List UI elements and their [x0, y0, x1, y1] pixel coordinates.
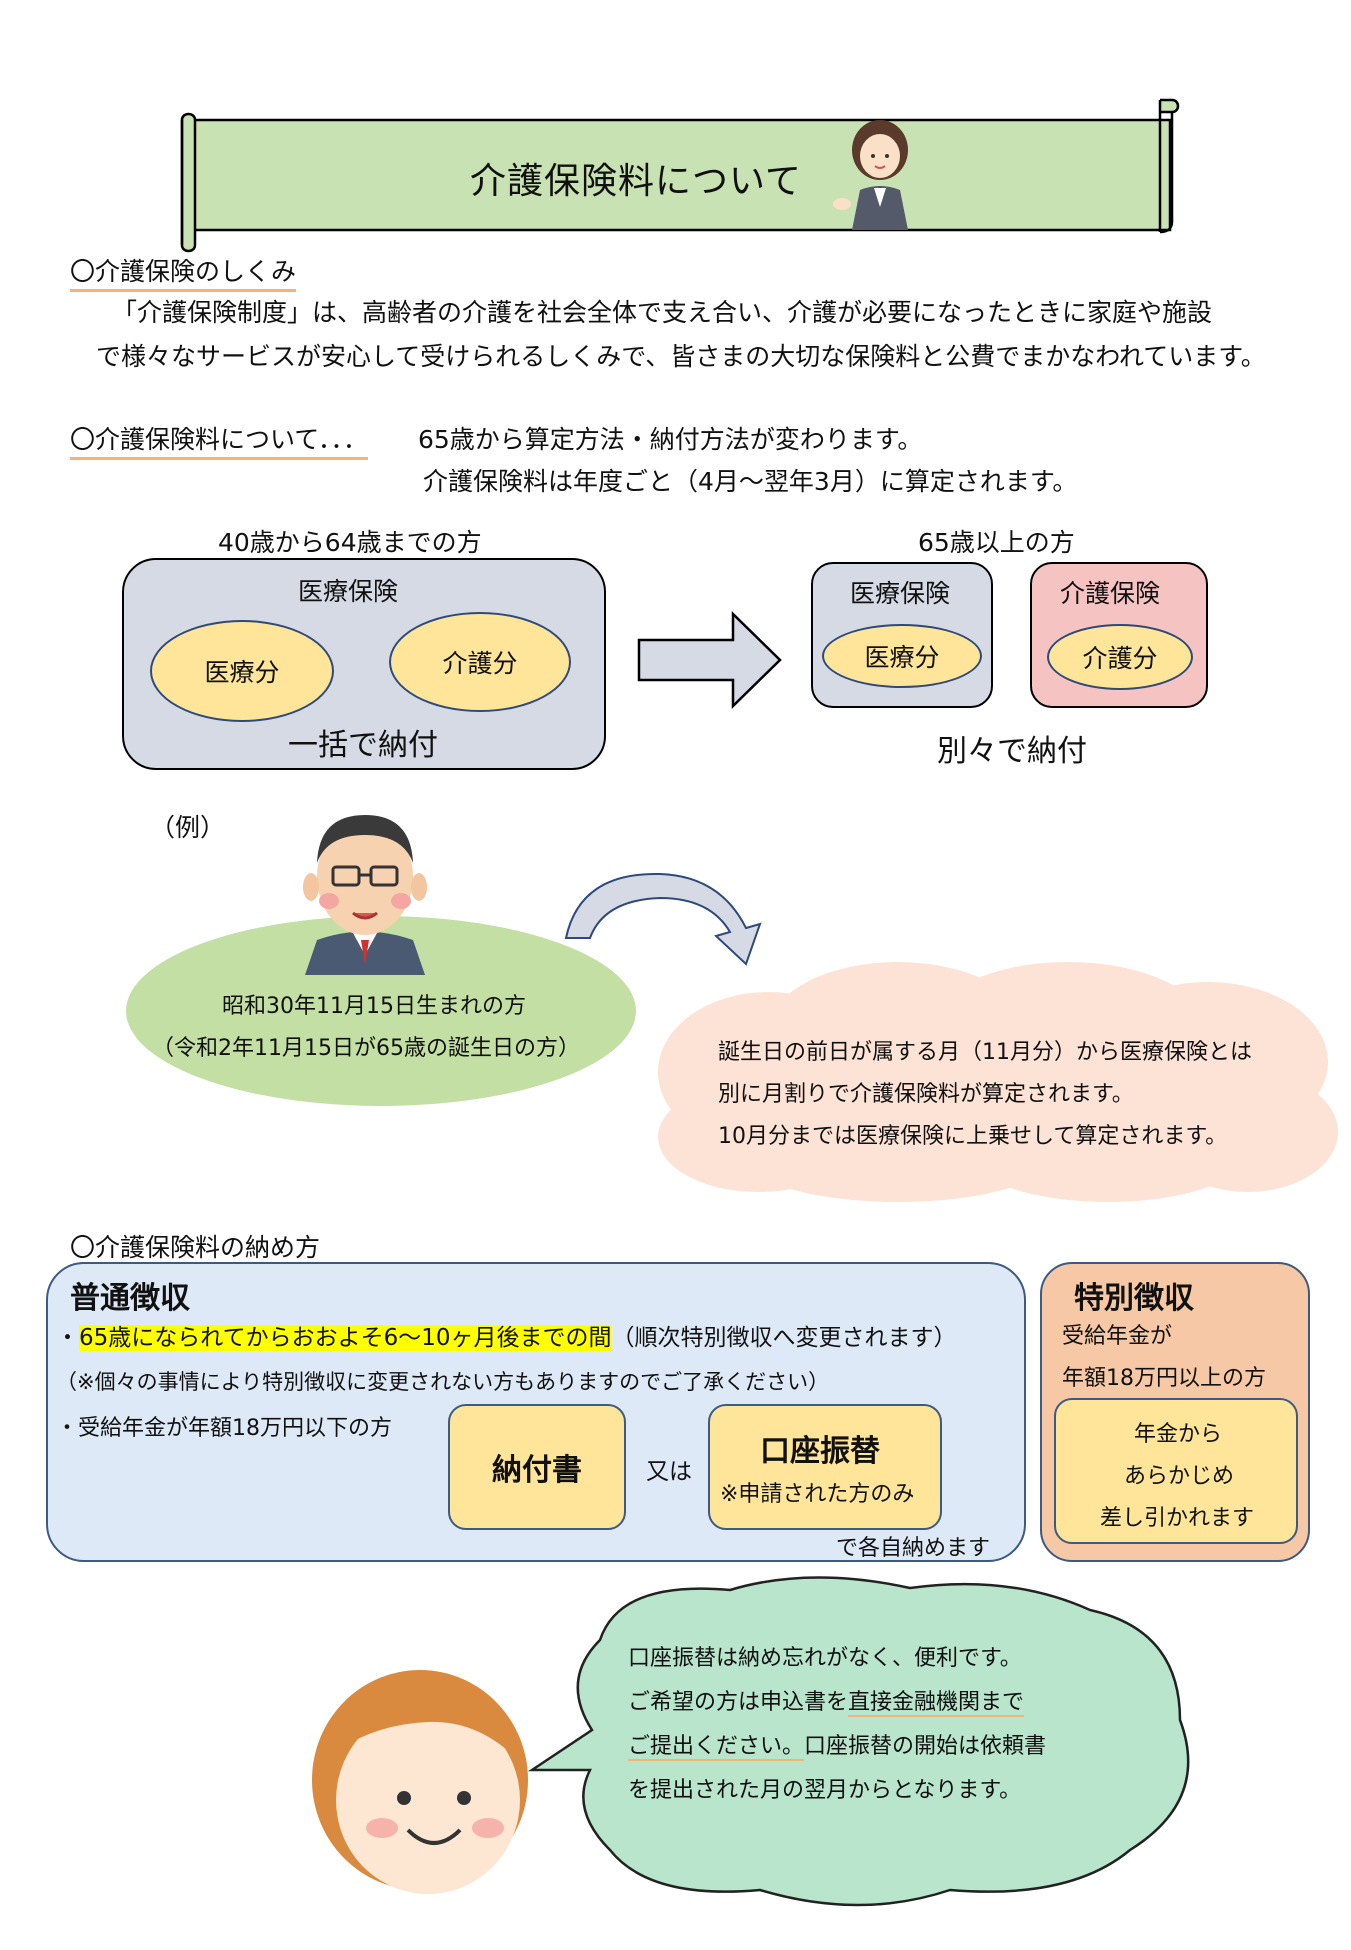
bubble-line3-a: ご提出ください。: [628, 1734, 805, 1761]
cloud-line2: 別に月割りで介護保険料が算定されます。: [718, 1082, 1134, 1107]
premium-text-line1: 65歳から算定方法・納付方法が変わります。: [418, 425, 923, 454]
deducted-line2: あらかじめ: [1124, 1464, 1235, 1489]
curved-arrow-icon: [564, 872, 762, 966]
medical-portion-ellipse-65: 医療分: [822, 624, 982, 688]
medical-portion-ellipse: 医療分: [150, 620, 334, 722]
bubble-line1: 口座振替は納め忘れがなく、便利です。: [628, 1646, 1022, 1671]
page-title: 介護保険料について: [470, 161, 802, 202]
special-collection-title: 特別徴収: [1074, 1281, 1194, 1316]
care-portion-ellipse-65: 介護分: [1047, 624, 1193, 690]
medical-insurance-title-65: 医療保険: [850, 579, 951, 608]
bank-transfer-note: ※申請された方のみ: [720, 1482, 915, 1507]
special-collection-line2: 年額18万円以上の方: [1062, 1366, 1266, 1391]
normal-collection-bullet2: ・受給年金が年額18万円以下の方: [56, 1416, 392, 1441]
payment-slip-label: 納付書: [492, 1453, 582, 1488]
bubble-line3-b: 口座振替の開始は依頼書: [804, 1734, 1047, 1759]
bubble-line2: ご希望の方は申込書を直接金融機関まで: [628, 1684, 1025, 1717]
normal-collection-note: （※個々の事情により特別徴収に変更されない方もありますのでご了承ください）: [56, 1370, 830, 1394]
woman-presenter-icon: [833, 120, 908, 230]
premium-text-line2: 介護保険料は年度ごと（4月～翌年3月）に算定されます。: [423, 467, 1078, 496]
age-65-plus-label: 65歳以上の方: [918, 528, 1075, 557]
care-insurance-title-65: 介護保険: [1060, 579, 1161, 608]
separate-payment-label: 別々で納付: [937, 734, 1087, 769]
bubble-line4: を提出された月の翌月からとなります。: [628, 1778, 1022, 1803]
right-arrow-icon: [637, 611, 782, 709]
deducted-line3: 差し引かれます: [1100, 1506, 1255, 1531]
deducted-line1: 年金から: [1134, 1422, 1223, 1447]
mechanism-text-line2: で様々なサービスが安心して受けられるしくみで、皆さまの大切な保険料と公費でまかな…: [96, 342, 1266, 371]
pay-individually-label: で各自納めます: [836, 1536, 991, 1561]
normal-collection-title: 普通徴収: [70, 1281, 190, 1316]
cloud-line3: 10月分までは医療保険に上乗せして算定されます。: [718, 1124, 1228, 1149]
age-40-64-label: 40歳から64歳までの方: [218, 528, 482, 557]
payment-slip-box: 納付書: [448, 1404, 626, 1530]
bank-transfer-box: [708, 1404, 942, 1530]
elderly-man-icon: [303, 815, 427, 975]
bubble-line2-b: 直接金融機関まで: [848, 1690, 1025, 1717]
normal-collection-bullet1: ・65歳になられてからおおよそ6～10ヶ月後までの間（順次特別徴収へ変更されます…: [56, 1318, 956, 1352]
speech-bubble: [527, 1576, 1190, 1907]
bank-transfer-title: 口座振替: [760, 1434, 880, 1469]
bullet1-suffix: （順次特別徴収へ変更されます）: [611, 1325, 957, 1351]
smiling-woman-face-icon: [312, 1670, 528, 1894]
explanation-cloud: [658, 962, 1338, 1202]
birth-info-line1: 昭和30年11月15日生まれの方: [222, 994, 526, 1019]
medical-insurance-title: 医療保険: [298, 577, 399, 606]
bubble-line2-a: ご希望の方は申込書を: [628, 1690, 849, 1715]
bullet1-prefix: ・: [56, 1325, 79, 1351]
special-collection-line1: 受給年金が: [1062, 1324, 1173, 1349]
birth-info-line2: （令和2年11月15日が65歳の誕生日の方）: [152, 1036, 580, 1061]
or-label: 又は: [646, 1459, 692, 1485]
title-banner: [180, 98, 1180, 253]
mechanism-text-line1: 「介護保険制度」は、高齢者の介護を社会全体で支え合い、介護が必要になったときに家…: [112, 298, 1213, 327]
deducted-from-pension-box: [1054, 1398, 1298, 1544]
bubble-line3: ご提出ください。口座振替の開始は依頼書: [628, 1728, 1047, 1761]
care-portion-ellipse: 介護分: [389, 612, 571, 712]
lump-sum-payment-label: 一括で納付: [288, 728, 438, 763]
cloud-line1: 誕生日の前日が属する月（11月分）から医療保険とは: [718, 1040, 1252, 1065]
section-heading-mechanism: 〇介護保険のしくみ: [70, 252, 297, 292]
bullet1-highlight: 65歳になられてからおおよそ6～10ヶ月後までの間: [79, 1325, 612, 1351]
section-heading-premium: 〇介護保険料について．．．: [70, 420, 369, 460]
example-label: （例）: [150, 813, 226, 842]
